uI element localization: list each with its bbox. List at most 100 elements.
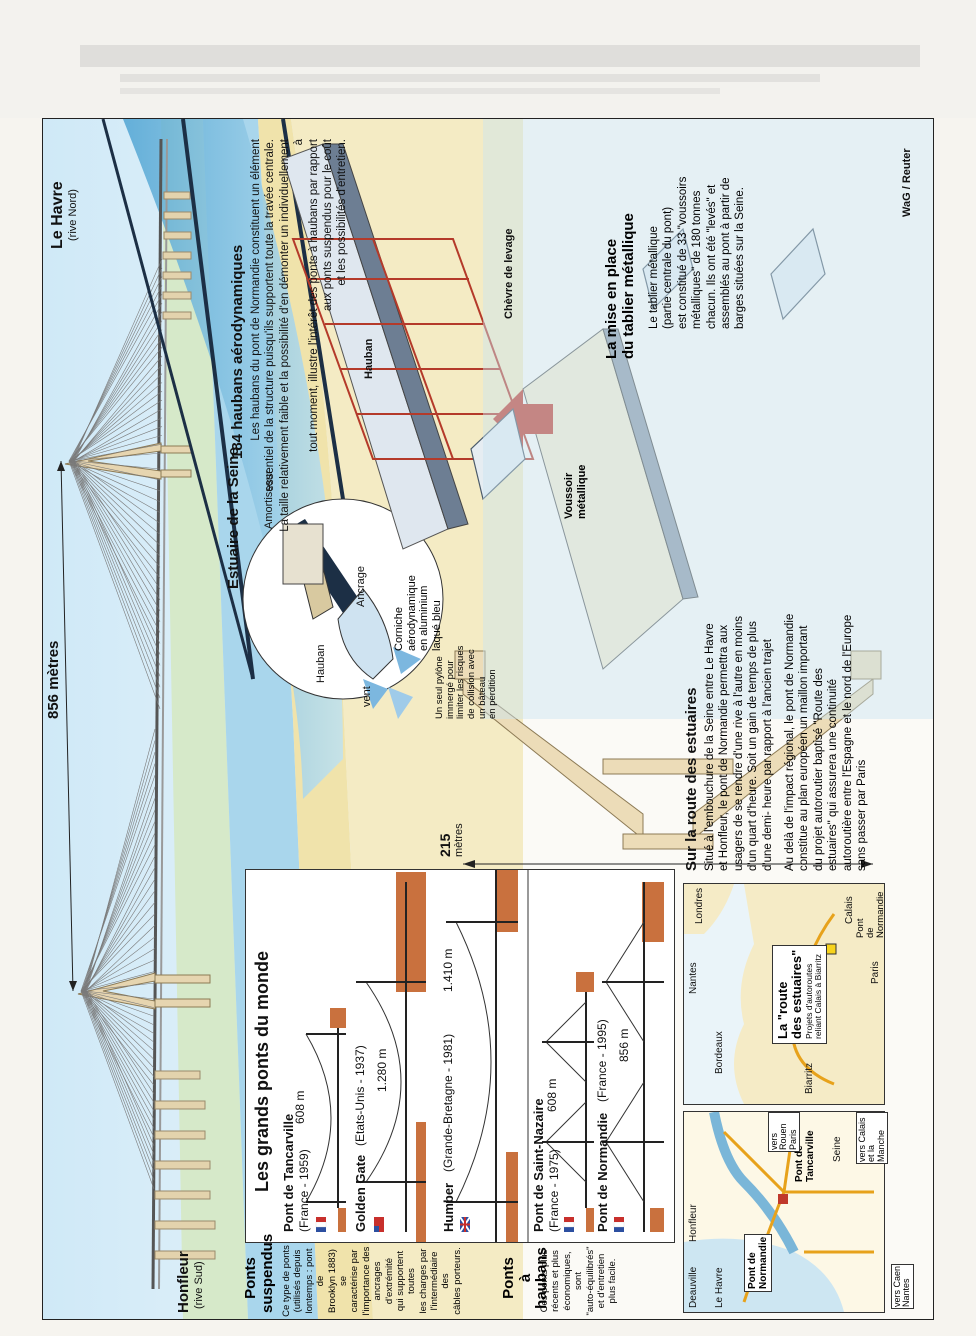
amortisseur-label: Amortisseur xyxy=(263,470,275,529)
map-seine-label: Seine xyxy=(832,1136,843,1162)
haubans-title: 184 haubans aérodynamiques xyxy=(229,244,246,459)
map-vers-caen-outer-label: vers Caen Nantes xyxy=(891,1263,914,1309)
suspendus-text-line: lontemps : pont de xyxy=(303,1248,327,1314)
usa-flag-icon xyxy=(374,1217,384,1232)
haubans-type-text-line: "auto-équilibrés" xyxy=(584,1246,596,1316)
tablier-title-line: du tablier métallique xyxy=(620,213,638,359)
route-line: d'une demi- heure par rapport à l'ancien… xyxy=(761,639,774,871)
main-illustration xyxy=(43,119,933,1319)
haubans-text-line: Les haubans du pont de Normandie constit… xyxy=(250,139,262,441)
route-line: estuaires" qui assurera une continuité xyxy=(827,678,840,871)
route-paragraph-2: Au delà de l'impact régional, le pont de… xyxy=(783,571,869,871)
suspendus-text: Ce type de ponts (utilisés depuis lontem… xyxy=(281,1245,463,1317)
voussoir-line: Voussoir xyxy=(563,472,575,519)
suspendus-text-line: qui supportent toutes xyxy=(394,1250,418,1312)
credit-label: WaG / Reuter xyxy=(901,148,913,217)
map-deauville-label: Deauville xyxy=(688,1266,699,1308)
tablier-text-line: chacun. Ils ont été "levés" et xyxy=(705,184,718,329)
map-le-havre-label: Le Havre xyxy=(714,1267,725,1308)
route-estuaires-callout: La "route des estuaires" Projets d'autor… xyxy=(772,944,828,1044)
suspendus-text-line: l'importance des xyxy=(360,1246,372,1316)
route-line: constitue au plan européen un maillon im… xyxy=(798,625,811,872)
pylon-note-line: de collision avec xyxy=(465,649,477,719)
show-through-strip xyxy=(0,0,976,118)
haubans-type-text-line: récents et plus xyxy=(550,1250,562,1312)
map-vers-rouen-label: vers Rouen Paris xyxy=(768,1112,801,1152)
local-map: Pont de Normandie Pont de Tancarville Le… xyxy=(683,1111,889,1313)
route-line: Au delà de l'impact régional, le pont de… xyxy=(784,613,796,871)
tablier-text-line: Le tablier métallique xyxy=(648,226,660,329)
le-havre-label: Le Havre xyxy=(49,181,66,249)
suspendus-title-line: Ponts xyxy=(242,1257,259,1299)
suspendus-title: Ponts suspendus xyxy=(242,1233,276,1313)
route-callout-line: des estuaires" xyxy=(789,949,805,1039)
route-line: autoroutière entre l'Espagne et le nord … xyxy=(841,614,854,871)
uk-flag-icon xyxy=(459,1216,471,1233)
france-flag-icon xyxy=(563,1217,575,1232)
suspendus-title-line: suspendus xyxy=(258,1233,276,1313)
rotated-infographic: 856 mètres Le Havre (rive Nord) Honfleur… xyxy=(43,119,933,1319)
suspendus-text-line: câbles porteurs. xyxy=(451,1247,463,1315)
route-line: sans passer par Paris xyxy=(855,759,868,871)
pylon-height-number: 215 xyxy=(437,833,453,857)
suspendus-text-line: Brooklyn 1883) se xyxy=(326,1249,349,1313)
map-label-line: et la Manche xyxy=(866,1129,886,1162)
suspendus-text-line: (utilisés depuis xyxy=(292,1249,304,1313)
haubans-text-line: La taille relativement faible et la poss… xyxy=(278,139,306,532)
map-label-line: Tancarville xyxy=(805,1130,816,1182)
map-label-line: Nantes xyxy=(901,1278,912,1307)
map-europe-pont-label: Pont de Normandie xyxy=(855,884,886,938)
le-havre-sub-label: (rive Nord) xyxy=(67,189,79,241)
route-callout-sub: reliant Calais à Biarritz xyxy=(812,953,823,1039)
voussoir-line: métallique xyxy=(575,464,588,519)
map-label-line: vers Rouen xyxy=(769,1123,789,1150)
route-line: d'un quart d'heure. Soit un gain de temp… xyxy=(747,621,760,871)
estuary-label: Estuaire de la Seine xyxy=(225,447,242,589)
haubans-type-title-line: Ponts xyxy=(500,1257,517,1299)
pylon-height-unit: mètres xyxy=(453,823,465,857)
hauban-circle-label: Hauban xyxy=(315,644,327,683)
tablier-text-line: (partie centrale du pont) xyxy=(662,206,675,329)
haubans-type-text-line: plus facile. xyxy=(607,1258,619,1304)
map-paris-label: Paris xyxy=(870,961,881,984)
haubans-type-text-line: économiques, sont xyxy=(561,1251,585,1311)
france-flag-icon xyxy=(613,1217,625,1232)
route-line: usagers de se rendre d'une rive à l'autr… xyxy=(732,616,745,871)
tablier-text: Le tablier métallique (partie centrale d… xyxy=(647,129,748,329)
map-pont-normandie-label: Pont de Normandie xyxy=(744,1233,772,1292)
suspendus-text-line: les charges par xyxy=(417,1248,429,1314)
grands-ponts-panel: Les grands ponts du monde xyxy=(245,869,675,1243)
tablier-text-line: assemblés au pont à partir de xyxy=(719,177,732,329)
chevre-label: Chèvre de levage xyxy=(503,228,515,320)
europe-map: Londres Calais Pont de Normandie Paris N… xyxy=(683,883,886,1105)
infographic-frame: 856 mètres Le Havre (rive Nord) Honfleur… xyxy=(42,118,934,1320)
tablier-title-line: La mise en place xyxy=(603,238,620,359)
tablier-text-line: est constitué de 33 "voussoirs xyxy=(676,176,689,329)
vent-label: vent xyxy=(361,686,373,707)
france-flag-icon xyxy=(315,1217,327,1232)
haubans-type-text-line: Ces ponts plus xyxy=(539,1249,550,1313)
haubans-type-text-line: et d'entretien xyxy=(595,1253,607,1309)
corniche-line: en aluminium xyxy=(418,585,431,651)
tablier-hauban-label: Hauban xyxy=(363,338,375,379)
ancrage-label: Ancrage xyxy=(355,566,367,607)
haubans-text-line: et les possibilités d'entretien. xyxy=(336,139,349,286)
map-londres-label: Londres xyxy=(694,887,705,924)
flags-layer xyxy=(315,1216,625,1233)
map-label-line: de Normandie xyxy=(864,891,886,938)
suspendus-text-line: caractérise par xyxy=(349,1249,361,1313)
tablier-text-line: barges situées sur la Seine. xyxy=(734,187,747,329)
map-bordeaux-label: Bordeaux xyxy=(714,1031,725,1074)
map-honfleur-label: Honfleur xyxy=(688,1204,699,1242)
haubans-text-line: aux ponts suspendus pour le coût xyxy=(321,139,334,311)
show-through-texture xyxy=(80,45,920,94)
map-nantes-label: Nantes xyxy=(688,962,699,994)
map-calais-label: Calais xyxy=(844,896,855,924)
route-callout-line: La "route xyxy=(775,981,790,1039)
route-line: Situé à l'embouchure de la Seine entre L… xyxy=(704,623,716,871)
haubans-type-text: Ces ponts plus récents et plus économiqu… xyxy=(539,1245,619,1317)
bridge-profiles xyxy=(305,870,664,1242)
pylon-note: Un seul pylône immergé pour limiter les … xyxy=(434,619,499,719)
suspendus-text-line: ancrages d'extrémité xyxy=(372,1257,395,1305)
